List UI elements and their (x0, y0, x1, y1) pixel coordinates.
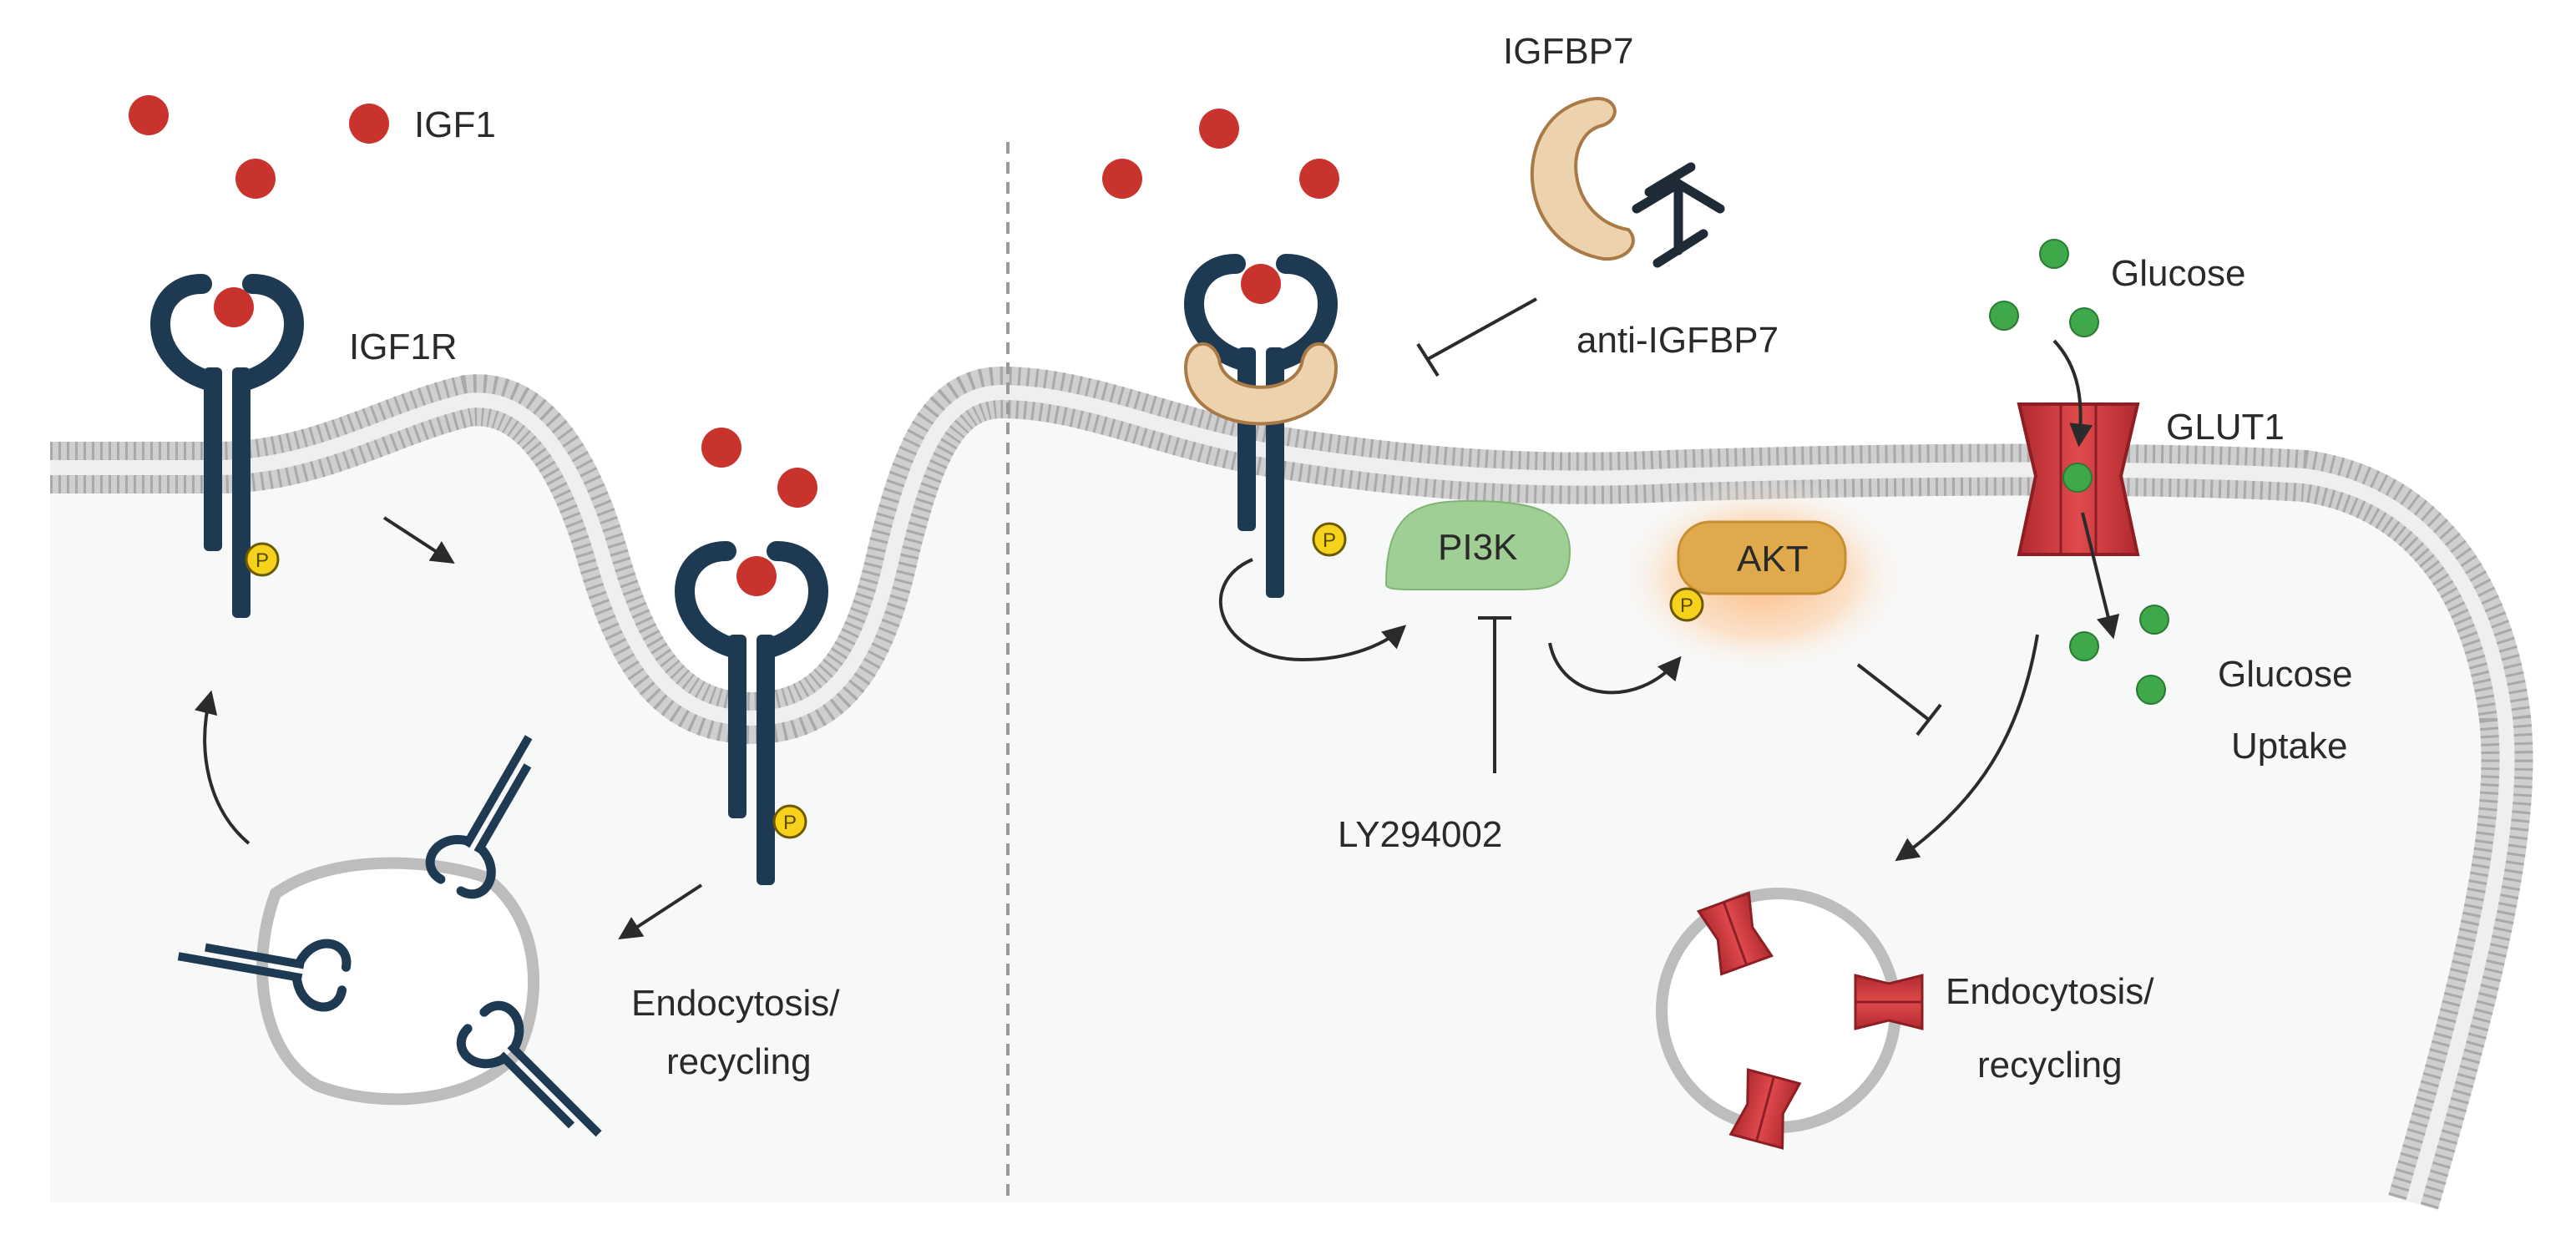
akt-protein (1677, 520, 1847, 595)
igf1-ligand (1102, 159, 1142, 199)
inhibition-line (1427, 297, 1537, 361)
glucose-molecule (2069, 307, 2099, 337)
arrow (1548, 642, 1682, 695)
igf1-ligand (235, 159, 276, 199)
phosphate-icon: P (1312, 522, 1347, 557)
igf1-ligand (1299, 159, 1339, 199)
cytoplasm-right (1010, 392, 2508, 1202)
glucose-uptake-line1: Glucose (2218, 654, 2352, 695)
igf1-label: IGF1 (414, 104, 496, 145)
svg-text:P: P (1323, 529, 1336, 552)
inhibition-bar (1416, 342, 1440, 377)
arrow (618, 883, 703, 940)
glucose-molecule (2039, 239, 2069, 269)
arrow (2081, 512, 2120, 640)
arrow (1218, 558, 1407, 662)
glut1-label: GLUT1 (2166, 407, 2285, 448)
phosphate-icon: P (1669, 587, 1704, 622)
arrow (194, 690, 251, 845)
igf1-ligand (736, 556, 777, 596)
glucose-molecule (2136, 675, 2166, 705)
endocytosis-right-line2: recycling (1977, 1045, 2123, 1086)
glucose-molecule (2062, 463, 2093, 493)
endocytosis-right-line1: Endocytosis/ (1946, 971, 2154, 1012)
vesicle-icon (174, 725, 616, 1162)
arrow (2052, 339, 2093, 448)
igf1r-label: IGF1R (349, 326, 458, 367)
endocytosis-left-line1: Endocytosis/ (631, 983, 840, 1024)
akt-label: AKT (1737, 539, 1809, 580)
anti-igfbp7-label: anti-IGFBP7 (1576, 320, 1779, 361)
pi3k-protein (1384, 499, 1571, 590)
igf1-ligand (1199, 109, 1239, 149)
pi3k-label: PI3K (1438, 527, 1517, 568)
svg-text:P: P (1680, 595, 1693, 617)
endocytosis-left-line2: recycling (666, 1041, 812, 1082)
phosphate-icon: P (245, 542, 280, 577)
glucose-molecule (2069, 631, 2099, 661)
plasma-membrane (50, 366, 2533, 1210)
glucose-label: Glucose (2111, 253, 2245, 294)
inhibition-bar (1916, 703, 1942, 736)
glucose-uptake-line2: Uptake (2231, 726, 2347, 767)
igf1-ligand (214, 287, 254, 327)
ly294002-label: LY294002 (1338, 814, 1502, 855)
phosphate-icon: P (772, 804, 807, 839)
vesicle-icon (1656, 888, 1924, 1150)
igf1-ligand (129, 95, 169, 135)
igf1-ligand (701, 428, 741, 468)
arrow (1895, 634, 2039, 862)
igfbp7-label: IGFBP7 (1503, 31, 1634, 72)
glucose-molecule (1989, 301, 2019, 331)
igf1-ligand (1241, 264, 1281, 304)
glucose-molecule (2139, 605, 2169, 635)
igf1-ligand (349, 104, 389, 144)
inhibition-line (1856, 663, 1931, 721)
svg-text:P: P (783, 812, 797, 834)
igfbp7-protein-icon (1183, 342, 1339, 426)
igf1-ligand (777, 468, 817, 508)
svg-text:P: P (256, 549, 269, 572)
antibody-icon (1632, 162, 1725, 268)
arrow (382, 516, 455, 564)
igfbp7-protein-icon (1530, 97, 1635, 261)
